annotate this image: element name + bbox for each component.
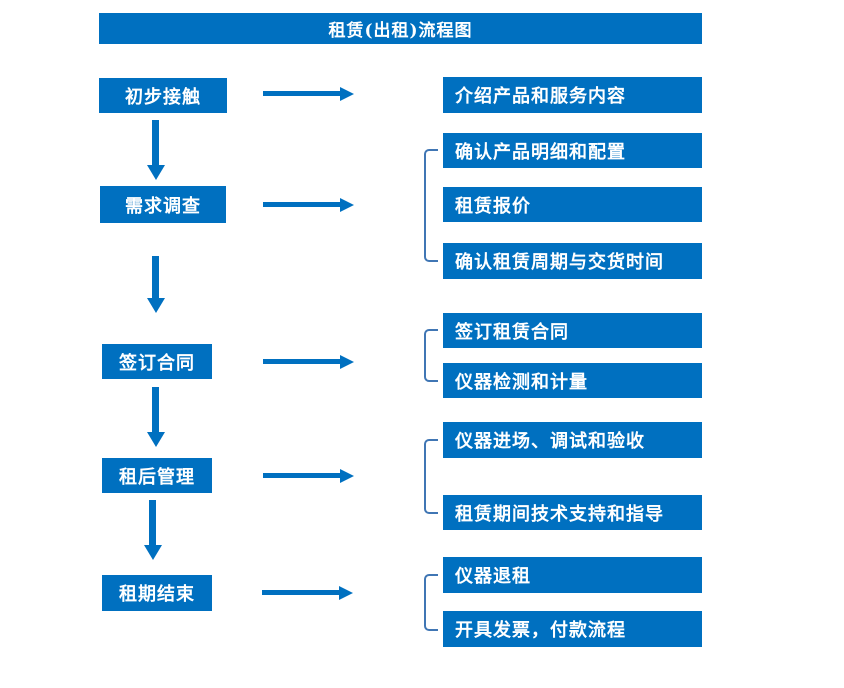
detail-box-instrument-setup: 仪器进场、调试和验收 xyxy=(443,422,702,458)
group-bracket-rental-end xyxy=(424,574,438,631)
detail-box-confirm-rental-period: 确认租赁周期与交货时间 xyxy=(443,243,702,279)
group-bracket-post-rental xyxy=(424,439,438,514)
right-arrow-4 xyxy=(263,473,340,478)
detail-box-instrument-testing: 仪器检测和计量 xyxy=(443,363,702,398)
detail-box-rental-quote: 租赁报价 xyxy=(443,187,702,222)
detail-box-introduce-products: 介绍产品和服务内容 xyxy=(443,77,702,113)
down-arrow-2 xyxy=(152,256,159,298)
step-box-post-rental-management: 租后管理 xyxy=(102,458,212,493)
detail-box-confirm-product-details: 确认产品明细和配置 xyxy=(443,133,702,168)
detail-box-invoice-payment: 开具发票，付款流程 xyxy=(443,611,702,647)
down-arrow-1 xyxy=(152,120,159,165)
right-arrow-3 xyxy=(263,359,340,364)
group-bracket-sign-contract xyxy=(424,329,438,382)
right-arrow-2 xyxy=(263,202,340,207)
down-arrow-4 xyxy=(149,500,156,545)
group-bracket-demand-survey xyxy=(424,149,438,262)
detail-box-tech-support: 租赁期间技术支持和指导 xyxy=(443,495,702,530)
right-arrow-5 xyxy=(262,590,339,595)
detail-box-sign-rental-contract: 签订租赁合同 xyxy=(443,313,702,348)
right-arrow-1 xyxy=(263,91,340,96)
step-box-demand-survey: 需求调查 xyxy=(100,186,226,223)
detail-box-instrument-return: 仪器退租 xyxy=(443,557,702,593)
step-box-initial-contact: 初步接触 xyxy=(99,78,227,113)
down-arrow-3 xyxy=(152,387,159,432)
step-box-rental-end: 租期结束 xyxy=(102,575,212,611)
step-box-sign-contract: 签订合同 xyxy=(102,344,212,379)
flowchart-title: 租赁(出租)流程图 xyxy=(99,13,702,44)
